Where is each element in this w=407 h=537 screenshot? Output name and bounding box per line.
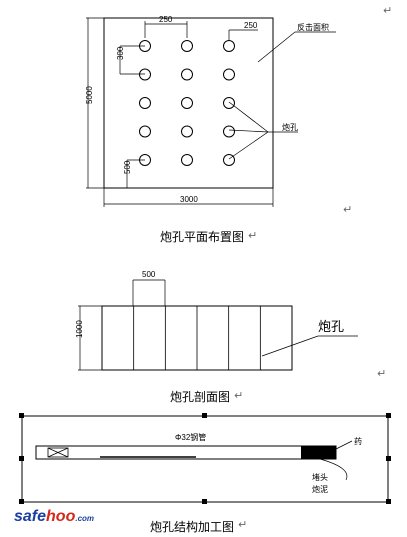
- plan-layout-figure: 250 250 300 500 5000 3000 反击面积 炮孔: [85, 15, 336, 207]
- paragraph-mark: ↵: [383, 4, 393, 17]
- paragraph-mark: ↵: [238, 518, 248, 531]
- dim-left-bottom-text: 500: [123, 160, 132, 174]
- leader-hole: [228, 101, 269, 133]
- leader-hole: [228, 131, 269, 160]
- section-columns: [133, 306, 261, 370]
- plug-block: [301, 446, 336, 459]
- leader-surface: [257, 31, 296, 63]
- caption-structure: 炮孔结构加工图: [150, 520, 235, 534]
- end-cap-cross: [47, 447, 69, 458]
- label-plug: 堵头: [312, 472, 328, 482]
- hole-circle: [139, 97, 151, 109]
- dim-top-right-text: 250: [244, 21, 258, 30]
- hole-circle: [181, 68, 193, 81]
- logo-part-1: safe: [14, 508, 47, 525]
- label-tube: Φ32钢管: [175, 432, 206, 442]
- handle: [19, 456, 24, 461]
- leader-section-hole: [261, 335, 319, 357]
- label-stem: 炮泥: [312, 484, 328, 494]
- plan-outline: [103, 17, 274, 189]
- hole-circle: [139, 68, 151, 81]
- handle: [19, 499, 24, 504]
- logo-part-3: .com: [75, 514, 95, 523]
- hole-circle: [223, 68, 235, 81]
- structure-figure: Φ32钢管 药 堵头 炮泥: [19, 413, 391, 504]
- dim-height-text: 5000: [85, 86, 94, 104]
- hole-circle: [223, 125, 235, 138]
- dim-left-text: 300: [116, 46, 125, 60]
- handle: [386, 499, 391, 504]
- frame-handles: [19, 413, 391, 504]
- label-hole: 炮孔: [282, 122, 298, 132]
- hole-circle: [139, 125, 151, 138]
- handle: [386, 456, 391, 461]
- hole-circle: [181, 154, 193, 166]
- label-section-hole: 炮孔: [318, 320, 344, 335]
- hole-circle: [181, 97, 193, 109]
- leader-plug: [319, 458, 348, 481]
- dim-width-text: 3000: [180, 195, 198, 204]
- label-charge: 药: [354, 436, 362, 446]
- dim-spacing-text: 500: [142, 270, 156, 279]
- caption-section: 炮孔剖面图: [170, 390, 231, 404]
- section-figure: 500 1000 炮孔: [75, 270, 358, 371]
- handle: [202, 499, 207, 504]
- hole-grid: [139, 40, 235, 166]
- hole-circle: [223, 40, 235, 52]
- site-logo: safehoo.com: [14, 508, 94, 526]
- handle: [202, 413, 207, 418]
- paragraph-mark: ↵: [377, 367, 387, 380]
- handle: [386, 413, 391, 418]
- leader-hole: [228, 129, 269, 133]
- paragraph-mark: ↵: [234, 389, 244, 402]
- dim-top-text: 250: [159, 15, 173, 24]
- handle: [19, 413, 24, 418]
- hole-circle: [223, 97, 235, 109]
- leader-charge: [335, 440, 353, 450]
- caption-plan-layout: 炮孔平面布置图: [160, 230, 245, 244]
- logo-part-2: hoo: [46, 508, 76, 525]
- hole-circle: [181, 40, 193, 52]
- label-surface: 反击面积: [297, 22, 329, 32]
- paragraph-mark: ↵: [248, 229, 258, 242]
- dim-depth-text: 1000: [75, 320, 84, 338]
- hole-circle: [181, 125, 193, 138]
- paragraph-mark: ↵: [343, 203, 353, 216]
